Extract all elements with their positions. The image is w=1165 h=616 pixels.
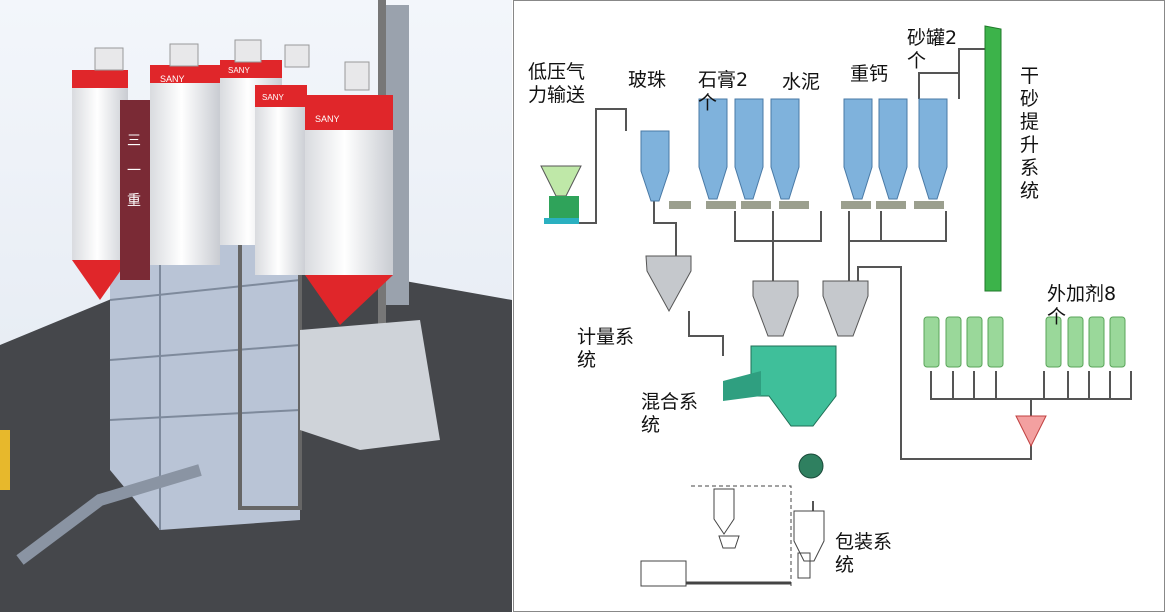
sand-elevator bbox=[984, 25, 1002, 292]
svg-text:SANY: SANY bbox=[315, 114, 340, 124]
brand-text-cn: 三一重 bbox=[127, 133, 141, 209]
label-cement: 水泥 bbox=[782, 71, 821, 93]
weigh-hoppers bbox=[645, 255, 869, 337]
mixer bbox=[723, 345, 837, 479]
packaging-unit bbox=[640, 485, 825, 587]
brand-banner bbox=[120, 100, 150, 280]
additive-weigh-hopper bbox=[1015, 415, 1047, 448]
screw-feeders bbox=[669, 201, 944, 209]
process-flow-diagram: 低压气 力输送 玻珠 石膏2 个 水泥 重钙 砂罐2 个 干砂提升系统 外加剂8… bbox=[513, 0, 1165, 612]
pipes bbox=[576, 48, 1132, 511]
label-mixing-system: 混合系 统 bbox=[641, 391, 699, 436]
svg-text:SANY: SANY bbox=[160, 74, 185, 84]
storage-silos bbox=[640, 98, 948, 202]
label-glass-beads: 玻珠 bbox=[628, 69, 667, 91]
label-packaging-system: 包装系 统 bbox=[835, 531, 893, 576]
svg-text:SANY: SANY bbox=[262, 93, 284, 102]
label-heavy-calcium: 重钙 bbox=[850, 63, 889, 85]
silos: SANY SANY SANY SANY bbox=[72, 39, 393, 325]
flow-diagram-graphics bbox=[540, 25, 1132, 587]
additive-tanks bbox=[923, 316, 1126, 368]
label-dry-sand-lift: 干砂提升系统 bbox=[1020, 65, 1040, 202]
label-sand-tank: 砂罐2 个 bbox=[907, 27, 958, 72]
label-additives: 外加剂8 个 bbox=[1047, 283, 1117, 328]
plant-3d-render: SANY SANY SANY SANY 三一重 bbox=[0, 0, 512, 612]
label-pneumatic-conveying: 低压气 力输送 bbox=[528, 61, 586, 106]
pneumatic-feeder bbox=[540, 165, 582, 197]
steel-structure bbox=[110, 210, 300, 530]
dry-mortar-plant-illustration: SANY SANY SANY SANY bbox=[0, 0, 512, 612]
label-metering-system: 计量系 统 bbox=[577, 326, 635, 371]
label-gypsum: 石膏2 个 bbox=[698, 69, 749, 114]
svg-text:SANY: SANY bbox=[228, 66, 250, 75]
